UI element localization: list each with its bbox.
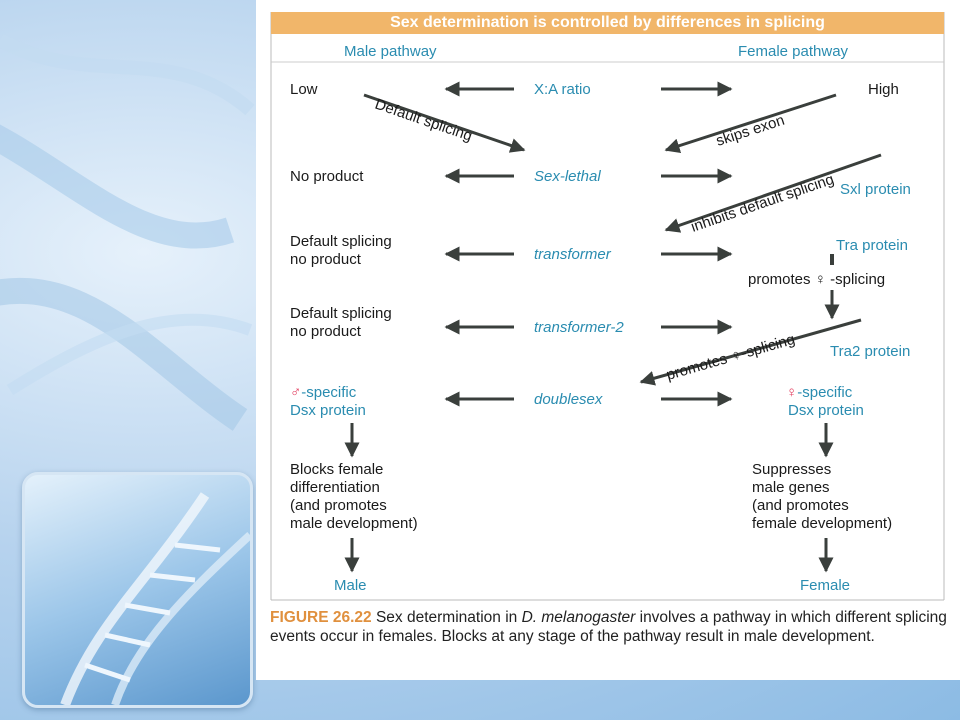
caption-text-1: Sex determination in: [371, 609, 522, 626]
dna-helix-decoration: [0, 33, 255, 431]
label-skips-exon: skips exon: [714, 112, 787, 150]
figure-number: FIGURE 26.22: [270, 609, 372, 626]
female-outcome-line2: male genes: [752, 479, 830, 496]
tra-default-line2: no product: [290, 251, 361, 268]
dna-thumbnail-image: [22, 472, 253, 708]
arrow-promotes-tra2: [639, 318, 862, 386]
male-outcome-line1: Blocks female: [290, 461, 384, 478]
male-specific-label: ♂-specific: [290, 383, 356, 402]
tra2-default-line1: Default splicing: [290, 305, 392, 322]
male-outcome-line4: male development): [290, 515, 418, 532]
tra-protein-label: Tra protein: [836, 237, 908, 254]
promotes-female-splicing-label: promotes ♀ -splicing: [748, 270, 885, 289]
male-specific-text: -specific: [301, 384, 357, 401]
transformer-2-label: transformer-2: [534, 319, 624, 336]
sxl-no-product-label: No product: [290, 168, 364, 185]
pathway-diagram: Default splicing skips exon inhibits def…: [270, 12, 945, 601]
caption-text-2: involves a pathway in which different sp…: [270, 609, 947, 645]
arrow-default-splicing: [363, 93, 526, 153]
label-promotes-tra2: promotes ♀-splicing: [664, 331, 797, 384]
tra2-protein-label: Tra2 protein: [830, 343, 911, 360]
female-pathway-header: Female pathway: [738, 43, 849, 60]
arrow-skips-exon: [664, 93, 837, 153]
figure-caption: FIGURE 26.22 Sex determination in D. mel…: [270, 608, 950, 646]
caption-species: D. melanogaster: [521, 609, 636, 626]
female-outcome-line3: (and promotes: [752, 497, 849, 514]
female-final-label: Female: [800, 577, 851, 594]
arrow-inhibits-default: [664, 153, 882, 233]
male-outcome-line2: differentiation: [290, 479, 380, 496]
female-dsx-protein-label: Dsx protein: [788, 402, 864, 419]
xa-high-label: High: [868, 81, 899, 98]
female-outcome-line1: Suppresses: [752, 461, 832, 478]
promotes-text: promotes: [748, 271, 811, 288]
figure-panel: Default splicing skips exon inhibits def…: [256, 0, 960, 680]
male-outcome-line3: (and promotes: [290, 497, 387, 514]
xa-ratio-label: X:A ratio: [534, 81, 591, 98]
tra2-default-line2: no product: [290, 323, 361, 340]
male-dsx-protein-label: Dsx protein: [290, 402, 366, 419]
label-default-splicing: Default splicing: [373, 96, 475, 145]
female-specific-text: -specific: [797, 384, 853, 401]
male-pathway-header: Male pathway: [344, 43, 437, 60]
male-final-label: Male: [334, 577, 367, 594]
label-inhibits-default: inhibits default splicing: [689, 171, 836, 236]
xa-low-label: Low: [290, 81, 318, 98]
tra-default-line1: Default splicing: [290, 233, 392, 250]
sxl-protein-label: Sxl protein: [840, 181, 911, 198]
female-symbol-icon: ♀: [814, 271, 826, 288]
splicing-text: -splicing: [830, 271, 886, 288]
figure-title-bar: Sex determination is controlled by diffe…: [271, 12, 944, 34]
transformer-label: transformer: [534, 246, 611, 263]
male-symbol-icon: ♂: [290, 384, 302, 401]
female-outcome-line4: female development): [752, 515, 893, 532]
female-symbol-icon-2: ♀: [786, 384, 798, 401]
sex-lethal-label: Sex-lethal: [534, 168, 601, 185]
doublesex-label: doublesex: [534, 391, 603, 408]
female-specific-label: ♀-specific: [786, 383, 852, 402]
